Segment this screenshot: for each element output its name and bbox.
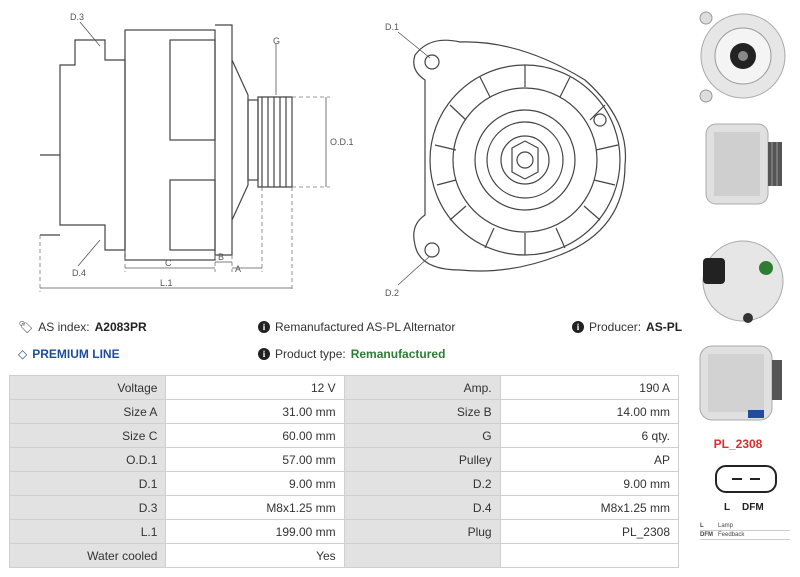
legend-key: L	[700, 523, 704, 529]
label-d4: D.4	[72, 268, 86, 278]
fan-slots	[434, 65, 619, 255]
pin-dfm: DFM	[742, 502, 764, 513]
spec-key: Voltage	[8, 375, 167, 400]
spec-value: 57.00 mm	[165, 447, 345, 472]
diamond-icon: ◇	[18, 347, 28, 361]
spec-value: Yes	[165, 543, 345, 568]
alternator-angle-photo[interactable]	[688, 338, 788, 428]
label-d1: D.1	[385, 22, 399, 32]
spec-value: 14.00 mm	[499, 399, 680, 424]
thumbnail-column	[684, 0, 798, 577]
spec-value: 9.00 mm	[165, 471, 345, 496]
info-icon: i	[258, 348, 270, 360]
legend-key: DFM	[700, 532, 713, 538]
label-l1: L.1	[160, 278, 173, 288]
spec-value: 31.00 mm	[165, 399, 345, 424]
label-d2: D.2	[385, 288, 399, 298]
label-c: C	[165, 258, 172, 268]
spec-value: PL_2308	[499, 519, 680, 544]
spec-value: 12 V	[165, 375, 345, 400]
spec-value: 6 qty.	[499, 423, 680, 448]
tag-icon: 🏷	[18, 320, 34, 334]
spec-value	[499, 543, 680, 568]
producer-label: Producer:	[589, 320, 642, 334]
alternator-front-photo[interactable]	[688, 4, 788, 104]
spec-value: 199.00 mm	[165, 519, 345, 544]
technical-drawing: D.3 D.4 G O.D.1 C B A L.1 D.1 D.2	[39, 12, 627, 298]
plug-code: PL_2308	[713, 437, 763, 451]
spec-key	[343, 543, 501, 568]
legend-desc: Feedback	[718, 532, 745, 538]
spec-key: G	[343, 423, 501, 448]
spec-key: Size B	[343, 399, 501, 424]
label-g: G	[273, 36, 280, 46]
spec-key: Pulley	[343, 447, 501, 472]
producer-value: AS-PL	[646, 320, 683, 334]
spec-key: D.3	[8, 495, 167, 520]
spec-value: M8x1.25 mm	[499, 495, 680, 520]
label-od1: O.D.1	[330, 137, 354, 147]
label-b: B	[218, 252, 224, 262]
as-index-label: AS index:	[38, 320, 90, 334]
alternator-side-photo[interactable]	[688, 114, 788, 214]
spec-key: Size A	[8, 399, 167, 424]
spec-key: Size C	[8, 423, 167, 448]
spec-key: D.1	[8, 471, 167, 496]
as-index: 🏷 AS index: A2083PR	[18, 320, 147, 334]
plug-legend: L Lamp DFM Feedback	[700, 522, 790, 540]
spec-key: L.1	[8, 519, 167, 544]
pin-l: L	[724, 502, 730, 513]
description: i Remanufactured AS-PL Alternator	[258, 320, 455, 334]
spec-value: AP	[499, 447, 680, 472]
plug-diagram: L DFM	[715, 465, 777, 513]
spec-key: D.4	[343, 495, 501, 520]
spec-value: 9.00 mm	[499, 471, 680, 496]
spec-value: M8x1.25 mm	[165, 495, 345, 520]
description-text: Remanufactured AS-PL Alternator	[275, 320, 456, 334]
product-type-label: Product type:	[275, 347, 346, 361]
legend-desc: Lamp	[718, 523, 734, 529]
label-d3: D.3	[70, 12, 84, 22]
premium-text: PREMIUM LINE	[32, 347, 120, 361]
legend-row: DFM Feedback	[700, 531, 790, 540]
spec-key: Amp.	[343, 375, 501, 400]
alternator-rear-photo[interactable]	[688, 226, 788, 326]
spec-value: 60.00 mm	[165, 423, 345, 448]
product-type-value: Remanufactured	[350, 347, 446, 361]
label-a: A	[235, 264, 241, 274]
product-type: i Product type: Remanufactured	[258, 347, 445, 361]
producer: i Producer: AS-PL	[572, 320, 682, 334]
info-icon: i	[258, 321, 270, 333]
spec-key: D.2	[343, 471, 501, 496]
spec-key: Plug	[343, 519, 501, 544]
spec-key: O.D.1	[8, 447, 167, 472]
spec-key: Water cooled	[8, 543, 167, 568]
as-index-value: A2083PR	[94, 320, 147, 334]
legend-row: L Lamp	[700, 522, 790, 531]
premium-line: ◇ PREMIUM LINE	[18, 347, 120, 361]
info-icon: i	[572, 321, 584, 333]
spec-value: 190 A	[499, 375, 680, 400]
